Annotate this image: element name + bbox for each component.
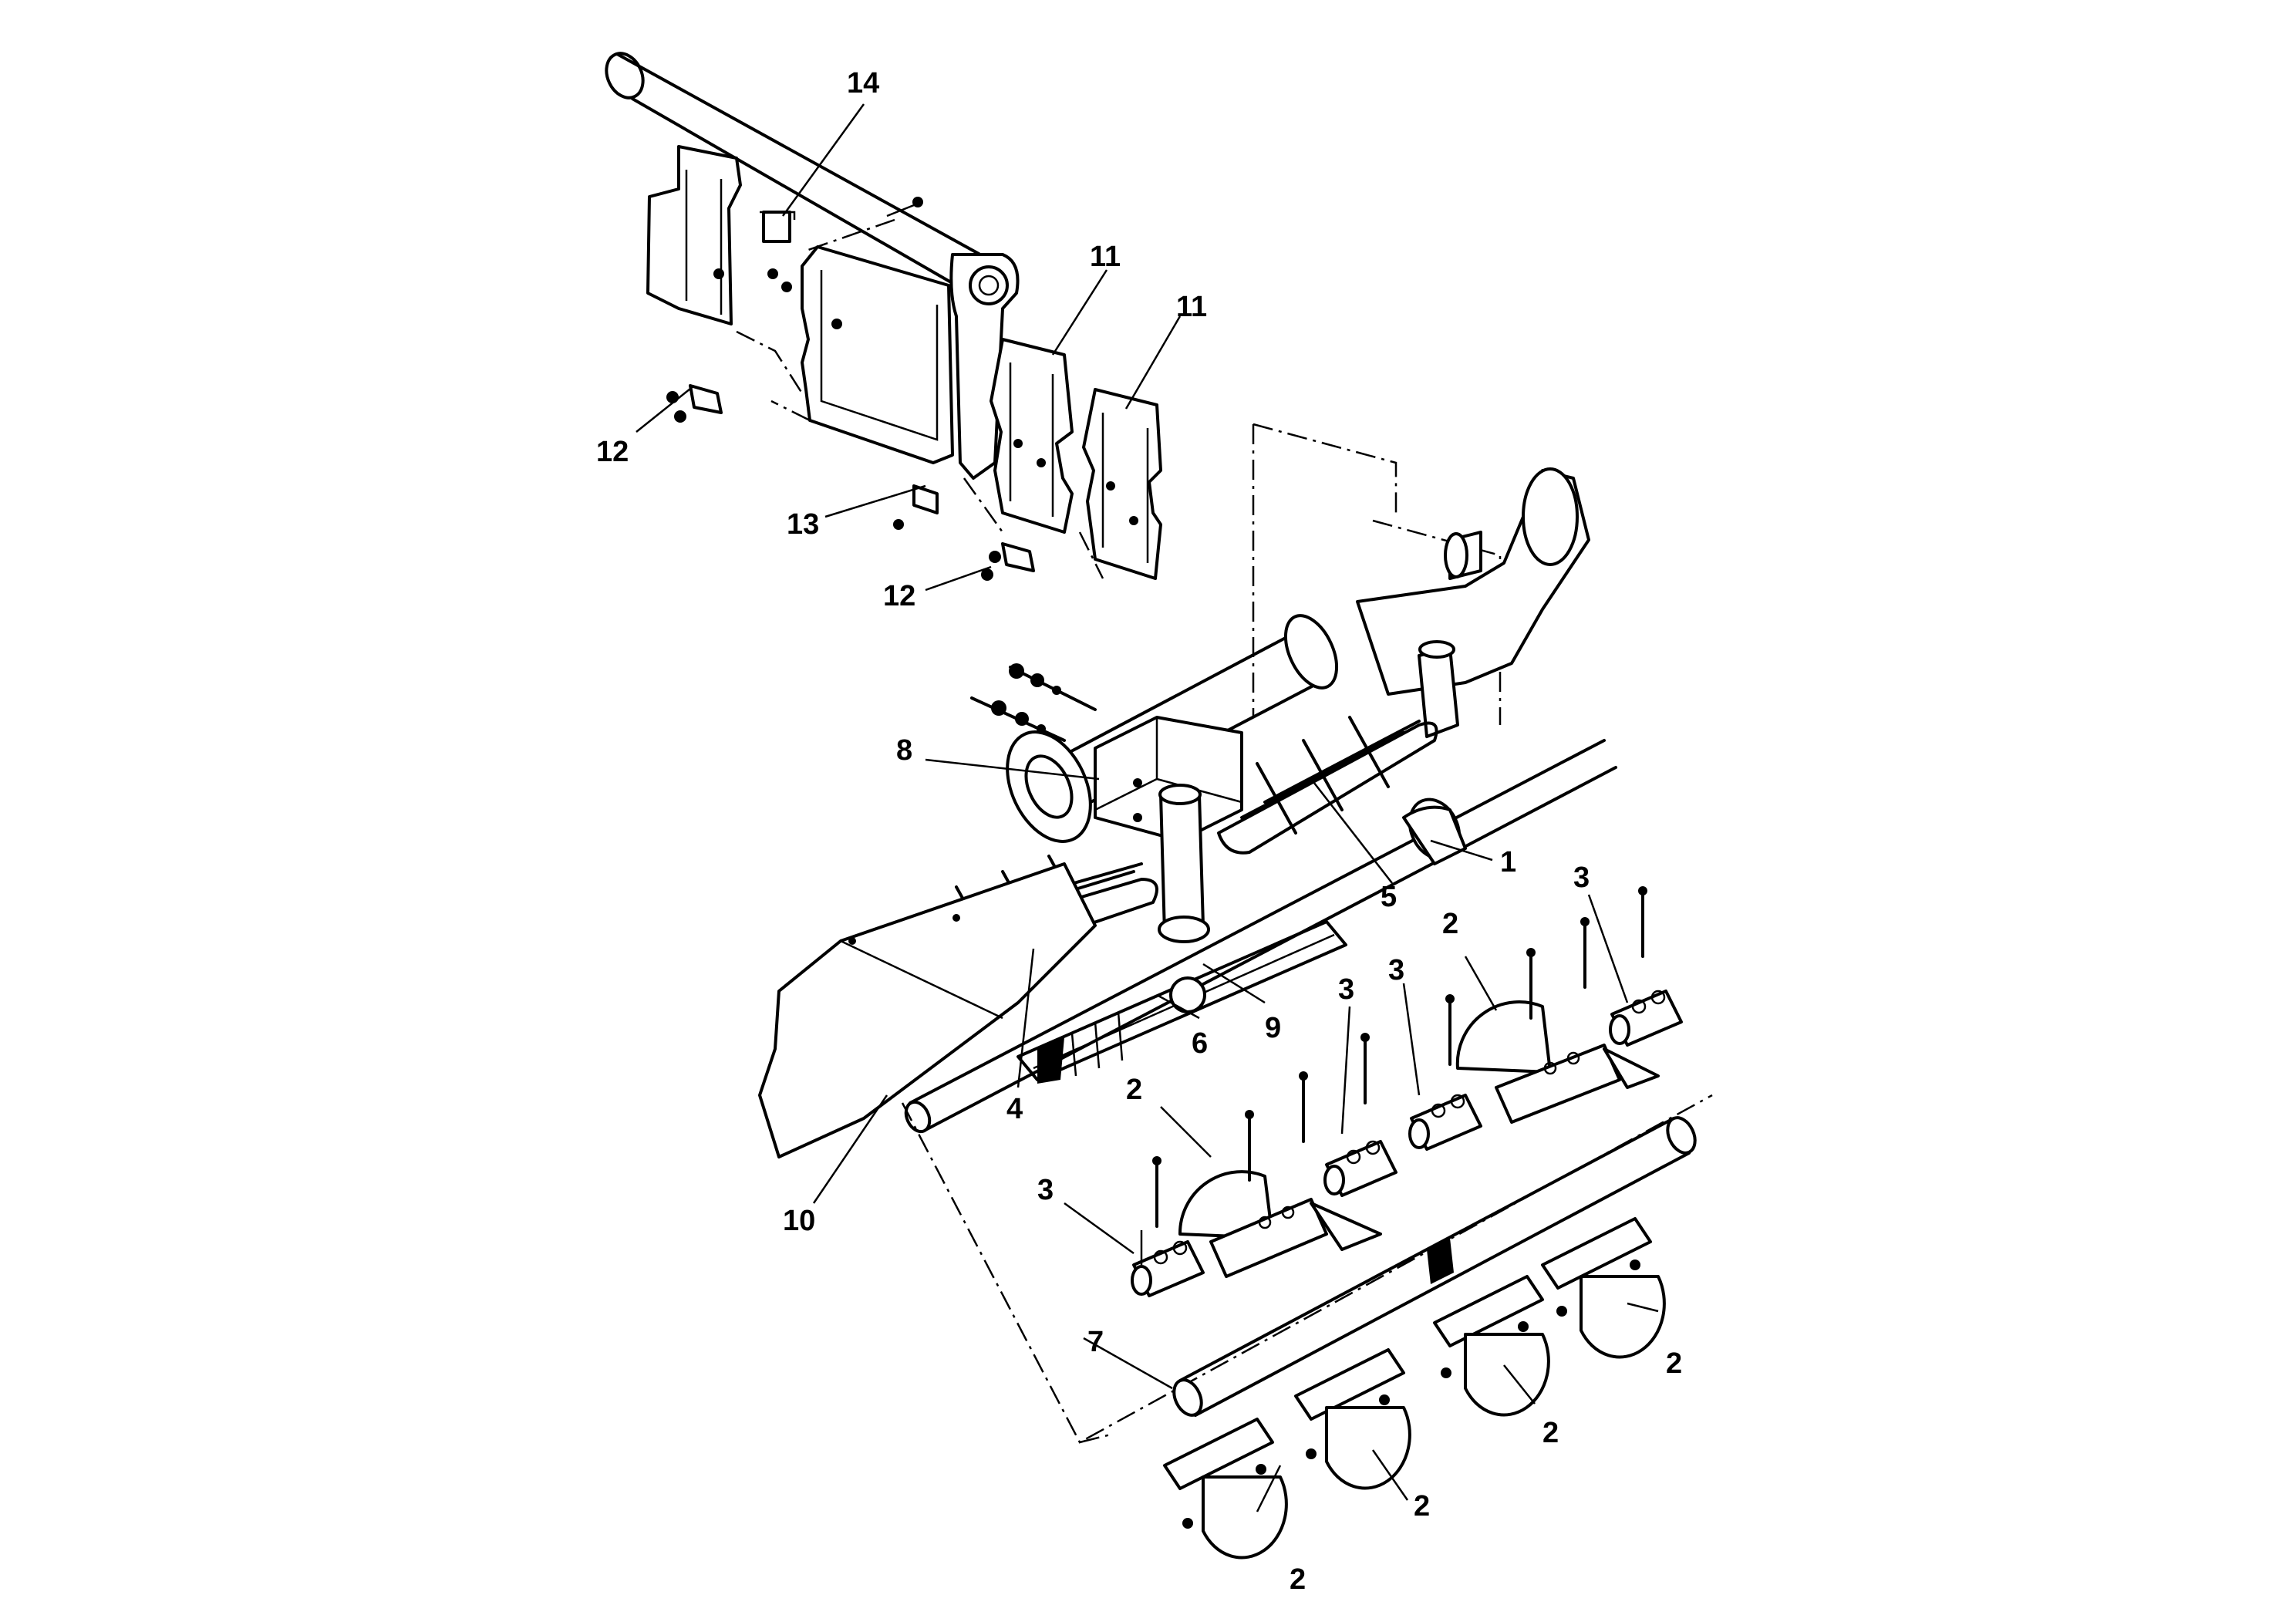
callout-3-mid: 3: [1338, 973, 1354, 1006]
bracket-14-part: [762, 211, 791, 243]
shield-plate-11-b: [1082, 388, 1162, 580]
callout-2-low-mid: 2: [1414, 1490, 1430, 1523]
callout-7: 7: [1087, 1326, 1104, 1358]
shield-plate-11-a: [990, 338, 1074, 534]
callout-2-right: 2: [1666, 1347, 1682, 1380]
callout-6: 6: [1192, 1027, 1208, 1060]
callout-5: 5: [1381, 881, 1397, 913]
callout-3-left: 3: [1037, 1174, 1054, 1206]
lower-row-nuts: [1182, 1259, 1640, 1529]
right-gearbox: [1356, 467, 1590, 738]
upper-flight-row: [1131, 886, 1683, 1297]
callout-12-a: 12: [596, 436, 629, 468]
middle-fasteners: [970, 663, 1097, 742]
clamp-3-d: [1609, 990, 1683, 1047]
callout-labels: 14 11 11 12 13 12 8 1 5 3 2 3 3 9 6 4 2 …: [596, 67, 1682, 1596]
large-shield-10: [758, 862, 1097, 1158]
vertical-post: [1158, 784, 1210, 943]
callout-4: 4: [1006, 1093, 1023, 1125]
callout-2-mid: 2: [1126, 1074, 1142, 1106]
callout-11-b: 11: [1176, 291, 1207, 323]
left-mount-plate: [646, 145, 742, 325]
flight-2-lower-d: [1541, 1217, 1666, 1359]
upper-crossmember-tube: [605, 52, 1020, 480]
callout-10: 10: [783, 1205, 815, 1237]
upper-crossmember-assembly: [605, 52, 1162, 581]
callout-9: 9: [1265, 1012, 1281, 1044]
clamp-3-a: [1131, 1240, 1205, 1297]
callout-2-low-right: 2: [1542, 1417, 1559, 1449]
auger-tube-7: [1172, 1116, 1697, 1417]
wire-guard-right: [1217, 716, 1438, 855]
main-tube: [1006, 614, 1339, 843]
clamp-3-b: [1323, 1140, 1397, 1197]
flight-2-upper-a: [1178, 1170, 1382, 1278]
callout-3-mid-right: 3: [1388, 954, 1404, 986]
callout-2-bottom: 2: [1290, 1563, 1306, 1596]
leader-lines: [636, 103, 1659, 1512]
lower-auger-assembly: [901, 886, 1713, 1560]
callout-11-a: 11: [1090, 241, 1121, 273]
lower-flight-row: [1163, 1217, 1666, 1560]
main-frame-assembly: [758, 423, 1617, 1158]
upper-row-bolts: [1152, 886, 1647, 1228]
center-frame-plate: [760, 211, 954, 464]
clamp-3-c: [1408, 1094, 1482, 1151]
callout-14: 14: [847, 67, 879, 99]
callout-13: 13: [787, 508, 819, 541]
callout-8: 8: [896, 734, 912, 767]
callout-3-top-right: 3: [1573, 862, 1590, 894]
flight-2-lower-a: [1163, 1418, 1288, 1560]
flight-2-upper-b: [1455, 1000, 1660, 1124]
callout-1: 1: [1500, 846, 1516, 878]
callout-12-b: 12: [883, 580, 915, 612]
upper-dash-lines: [736, 218, 1104, 579]
upper-fasteners: [666, 197, 1035, 581]
callout-2-top: 2: [1442, 908, 1458, 940]
center-gearbox: [1094, 716, 1243, 842]
flight-2-lower-c: [1433, 1275, 1550, 1417]
flight-2-lower-b: [1294, 1348, 1411, 1490]
